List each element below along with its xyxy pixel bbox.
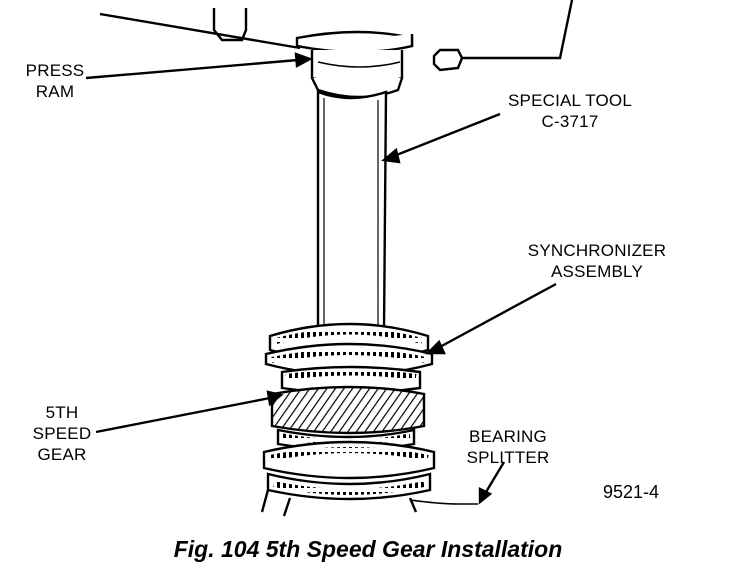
synchronizer-label-line1: SYNCHRONIZER [527, 241, 667, 260]
fifth-gear-label-line3: GEAR [37, 445, 87, 464]
special-tool-label-line1: SPECIAL TOOL [508, 91, 632, 110]
press-ram-label-line2: RAM [35, 82, 75, 101]
fifth-gear-label-line1: 5TH [45, 403, 79, 422]
special-tool-label: SPECIAL TOOL C-3717 [494, 90, 646, 132]
press-frame [99, 0, 574, 72]
synchronizer-label-line2: ASSEMBLY [551, 262, 643, 281]
press-ram-label: PRESS RAM [20, 60, 90, 102]
figure-number: 9521-4 [603, 482, 660, 502]
figure-caption: Fig. 104 5th Speed Gear Installation [173, 536, 563, 562]
press-ram [295, 30, 414, 99]
bearing-splitter [260, 440, 478, 517]
fifth-gear-label-line2: SPEED [32, 424, 92, 443]
press-ram-label-line1: PRESS [25, 61, 85, 80]
fifth-speed-gear [270, 365, 426, 452]
special-tool-label-line2: C-3717 [541, 112, 599, 131]
fifth-gear-label: 5TH SPEED GEAR [26, 402, 98, 465]
bearing-splitter-label: BEARING SPLITTER [456, 426, 560, 468]
bearing-splitter-label-line2: SPLITTER [466, 448, 550, 467]
special-tool-tube [316, 90, 388, 338]
bearing-splitter-label-line1: BEARING [469, 427, 547, 446]
synchronizer-label: SYNCHRONIZER ASSEMBLY [522, 240, 672, 282]
leader-arrows [85, 52, 557, 505]
